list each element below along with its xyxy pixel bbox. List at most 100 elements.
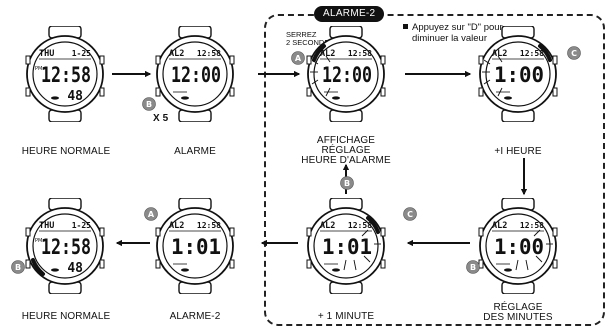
main-time: 12:58 xyxy=(41,63,91,87)
badge-circle xyxy=(144,207,158,221)
badge-letter: B xyxy=(344,179,350,188)
button-a-badge-w3: A xyxy=(291,51,305,65)
instruction-note: Appuyez sur "D" pour diminuer la valeur xyxy=(403,22,503,44)
top-right-text: 12:58 xyxy=(348,221,372,230)
badge-circle xyxy=(466,260,480,274)
flash-rays xyxy=(482,55,503,97)
side-button xyxy=(25,227,31,237)
side-button xyxy=(25,259,31,269)
bell-icon xyxy=(181,96,189,100)
main-time: 12:00 xyxy=(322,63,372,87)
flash-ray xyxy=(525,259,529,271)
side-button xyxy=(99,227,105,237)
side-button xyxy=(155,87,161,97)
flash-ray xyxy=(325,55,331,63)
main-time: 12:00 xyxy=(171,63,221,87)
button-b-badge-w8: B xyxy=(11,260,25,274)
flash-ray xyxy=(343,259,347,271)
badge-letter: B xyxy=(470,263,476,272)
dial xyxy=(485,41,551,107)
top-right-text: 12:58 xyxy=(520,221,544,230)
flash-ray xyxy=(533,229,541,237)
top-left-text: AL2 xyxy=(169,221,184,231)
side-button xyxy=(25,55,31,65)
flash-ray xyxy=(361,229,369,237)
badge-letter: B xyxy=(146,100,152,109)
badge-letter: A xyxy=(148,210,155,219)
caption-w3-line-3: HEURE D'ALARME xyxy=(301,155,391,166)
side-button xyxy=(552,259,558,269)
flash-rays xyxy=(515,229,553,271)
watch-affichage-reglage: AL2 12:58 12:00 xyxy=(306,25,386,123)
dial xyxy=(313,41,379,107)
watch-face-w7: AL2 12:58 1:01 xyxy=(155,197,235,295)
button-a-badge-w7: A xyxy=(144,207,158,221)
main-time: 1:01 xyxy=(322,235,372,259)
side-button xyxy=(155,55,161,65)
pm-indicator: PM xyxy=(35,66,42,72)
top-right-text: 1-25 xyxy=(72,49,91,58)
dial xyxy=(162,41,228,107)
main-time: 1:00 xyxy=(494,235,544,259)
note-line-2: diminuer la valeur xyxy=(412,33,487,44)
badge-circle xyxy=(340,176,354,190)
main-time: 1:01 xyxy=(171,235,221,259)
badge-circle xyxy=(142,97,156,111)
pressed-arc xyxy=(312,44,326,62)
flash-ray xyxy=(497,55,503,63)
caption-w3: AFFICHAGE RÉGLAGE HEURE D'ALARME xyxy=(291,136,401,166)
caption-w3-line-2: RÉGLAGE xyxy=(321,145,371,156)
badge-circle xyxy=(403,207,417,221)
note-bullet xyxy=(403,24,408,29)
seconds: 48 xyxy=(67,89,83,104)
badge-letter: C xyxy=(407,210,413,219)
caption-w3-line-1: AFFICHAGE xyxy=(316,135,376,146)
top-left-text: AL2 xyxy=(492,221,507,231)
side-button xyxy=(306,55,312,65)
dial xyxy=(32,213,98,279)
button-b-badge-transition: B xyxy=(340,176,354,190)
watch-face-w2: AL2 12:58 12:00 xyxy=(155,25,235,123)
top-right-text: 12:58 xyxy=(348,49,372,58)
top-left-text: AL2 xyxy=(169,49,184,59)
top-right-text: 12:58 xyxy=(197,49,221,58)
caption-w8: HEURE NORMALE xyxy=(21,311,111,322)
main-time: 12:58 xyxy=(41,235,91,259)
badge-circle xyxy=(291,51,305,65)
watch-plus-minute: AL2 12:58 1:01 xyxy=(306,197,386,295)
badge-letter: A xyxy=(295,54,302,63)
top-right-text: 12:58 xyxy=(197,221,221,230)
side-button xyxy=(478,227,484,237)
side-button xyxy=(229,55,235,65)
flash-ray xyxy=(483,79,491,85)
bell-icon xyxy=(332,268,340,272)
side-button xyxy=(99,55,105,65)
button-c-badge-w6: C xyxy=(403,207,417,221)
side-button xyxy=(229,259,235,269)
top-left-text: THU xyxy=(39,221,54,231)
bell-icon xyxy=(332,96,340,100)
top-left-text: AL2 xyxy=(320,49,335,59)
hold-hint-line-1: SERREZ xyxy=(286,30,317,39)
caption-w5: RÉGLAGE DES MINUTES xyxy=(470,303,566,323)
flash-ray xyxy=(311,79,319,85)
dial xyxy=(162,213,228,279)
top-left-text: AL2 xyxy=(320,221,335,231)
top-left-text: THU xyxy=(39,49,54,59)
side-button xyxy=(306,87,312,97)
badge-circle xyxy=(567,46,581,60)
side-button xyxy=(552,87,558,97)
dial xyxy=(485,213,551,279)
caption-w6: + 1 MINUTE xyxy=(317,311,375,322)
side-button xyxy=(380,87,386,97)
flash-ray xyxy=(515,259,519,271)
hold-hint-line-2: 2 SECONDES xyxy=(286,38,335,47)
side-button xyxy=(380,259,386,269)
